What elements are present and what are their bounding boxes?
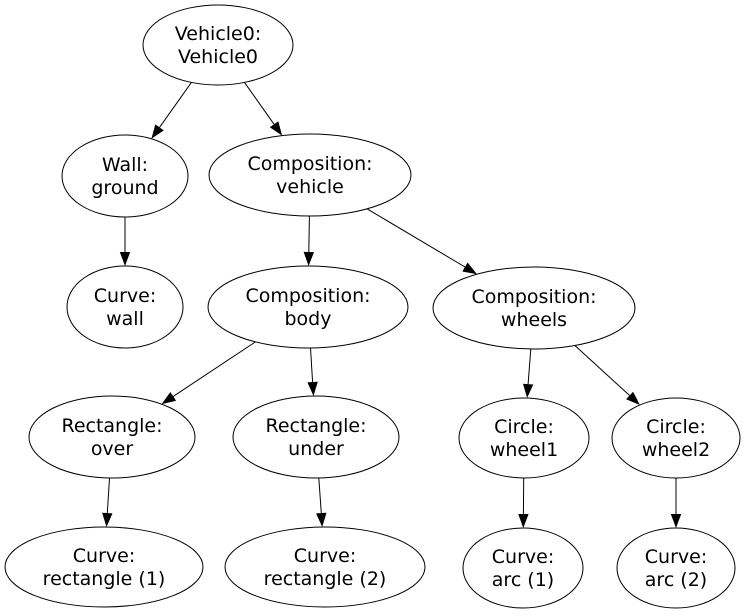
node-label-circle-wheel2-line2: wheel2 — [642, 439, 710, 461]
node-ellipse-comp-vehicle — [208, 133, 412, 217]
node-label-rect-under-line1: Rectangle: — [265, 415, 366, 437]
node-label-curve-wall-line1: Curve: — [94, 285, 156, 307]
node-ellipse-vehicle0 — [142, 4, 294, 86]
node-label-comp-wheels-line2: wheels — [501, 309, 567, 331]
node-label-comp-wheels-line1: Composition: — [471, 286, 596, 308]
node-label-comp-body-line2: body — [285, 308, 332, 330]
node-curve-wall: Curve:wall — [66, 265, 184, 349]
node-label-vehicle0-line2: Vehicle0 — [178, 46, 258, 68]
node-curve-rect1: Curve:rectangle (1) — [4, 526, 204, 608]
node-label-curve-arc2-line1: Curve: — [645, 546, 707, 568]
node-ellipse-curve-arc2 — [616, 527, 736, 609]
node-rect-under: Rectangle:under — [232, 395, 400, 479]
node-curve-arc1: Curve:arc (1) — [462, 527, 584, 609]
edge-rect-under-to-curve-rect2 — [318, 477, 322, 514]
node-label-comp-vehicle-line1: Composition: — [247, 153, 372, 175]
arrowhead-comp-body-to-rect-over — [161, 392, 177, 405]
node-ellipse-circle-wheel1 — [458, 397, 590, 479]
arrowhead-comp-vehicle-to-comp-wheels — [462, 262, 477, 275]
node-label-curve-rect2-line2: rectangle (2) — [264, 568, 387, 590]
edge-rect-over-to-curve-rect1 — [106, 477, 110, 514]
node-curve-arc2: Curve:arc (2) — [616, 527, 736, 609]
arrowhead-vehicle0-to-wall-ground — [151, 124, 164, 139]
node-label-rect-over-line1: Rectangle: — [61, 415, 162, 437]
node-label-circle-wheel2-line1: Circle: — [646, 416, 706, 438]
edge-comp-vehicle-to-comp-body — [308, 215, 310, 253]
node-label-curve-rect1-line1: Curve: — [73, 545, 135, 567]
arrowhead-comp-wheels-to-circle-wheel1 — [523, 383, 534, 398]
node-wall-ground: Wall:ground — [61, 134, 189, 218]
arrowhead-vehicle0-to-comp-vehicle — [269, 121, 283, 136]
node-ellipse-rect-over — [28, 395, 196, 479]
node-label-wall-ground-line1: Wall: — [102, 154, 148, 176]
node-label-wall-ground-line2: ground — [91, 177, 158, 199]
node-label-curve-arc1-line1: Curve: — [492, 546, 554, 568]
node-ellipse-wall-ground — [61, 134, 189, 218]
node-label-curve-rect1-line2: rectangle (1) — [43, 568, 166, 590]
node-ellipse-rect-under — [232, 395, 400, 479]
node-label-rect-over-line2: over — [91, 438, 134, 460]
node-vehicle0: Vehicle0:Vehicle0 — [142, 4, 294, 86]
node-label-circle-wheel1-line2: wheel1 — [490, 439, 558, 461]
node-rect-over: Rectangle:over — [28, 395, 196, 479]
edge-vehicle0-to-comp-vehicle — [244, 82, 275, 125]
node-label-comp-vehicle-line2: vehicle — [276, 176, 344, 198]
node-label-curve-wall-line2: wall — [106, 308, 144, 330]
node-label-curve-arc1-line2: arc (1) — [492, 569, 554, 591]
arrowhead-comp-body-to-rect-under — [307, 381, 318, 396]
edge-comp-body-to-rect-under — [310, 347, 314, 383]
arrowhead-rect-under-to-curve-rect2 — [316, 512, 327, 527]
edge-vehicle0-to-wall-ground — [159, 82, 192, 128]
arrowhead-comp-vehicle-to-comp-body — [303, 251, 314, 266]
node-ellipse-comp-wheels — [432, 266, 636, 350]
edge-comp-wheels-to-circle-wheel2 — [574, 345, 630, 396]
arrowhead-comp-wheels-to-circle-wheel2 — [626, 391, 640, 405]
node-ellipse-curve-rect2 — [224, 526, 426, 608]
node-circle-wheel1: Circle:wheel1 — [458, 397, 590, 479]
node-label-curve-rect2-line1: Curve: — [294, 545, 356, 567]
arrowhead-wall-ground-to-curve-wall — [119, 252, 131, 266]
arrowhead-rect-over-to-curve-rect1 — [102, 512, 113, 527]
node-label-circle-wheel1-line1: Circle: — [494, 416, 554, 438]
node-ellipse-curve-wall — [66, 265, 184, 349]
node-ellipse-curve-rect1 — [4, 526, 204, 608]
node-label-comp-body-line1: Composition: — [245, 285, 370, 307]
arrowhead-circle-wheel1-to-curve-arc1 — [518, 514, 529, 528]
node-ellipse-curve-arc1 — [462, 527, 584, 609]
edge-comp-body-to-rect-over — [172, 341, 256, 397]
node-comp-body: Composition:body — [207, 265, 409, 349]
node-ellipse-circle-wheel2 — [611, 397, 741, 479]
node-curve-rect2: Curve:rectangle (2) — [224, 526, 426, 608]
arrowhead-circle-wheel2-to-curve-arc2 — [670, 514, 682, 528]
edge-comp-vehicle-to-comp-wheels — [366, 208, 466, 268]
node-ellipse-comp-body — [207, 265, 409, 349]
node-comp-wheels: Composition:wheels — [432, 266, 636, 350]
node-comp-vehicle: Composition:vehicle — [208, 133, 412, 217]
edge-comp-wheels-to-circle-wheel1 — [527, 348, 532, 385]
node-circle-wheel2: Circle:wheel2 — [611, 397, 741, 479]
node-label-rect-under-line2: under — [288, 438, 344, 460]
node-label-curve-arc2-line2: arc (2) — [645, 569, 707, 591]
node-label-vehicle0-line1: Vehicle0: — [175, 23, 261, 45]
